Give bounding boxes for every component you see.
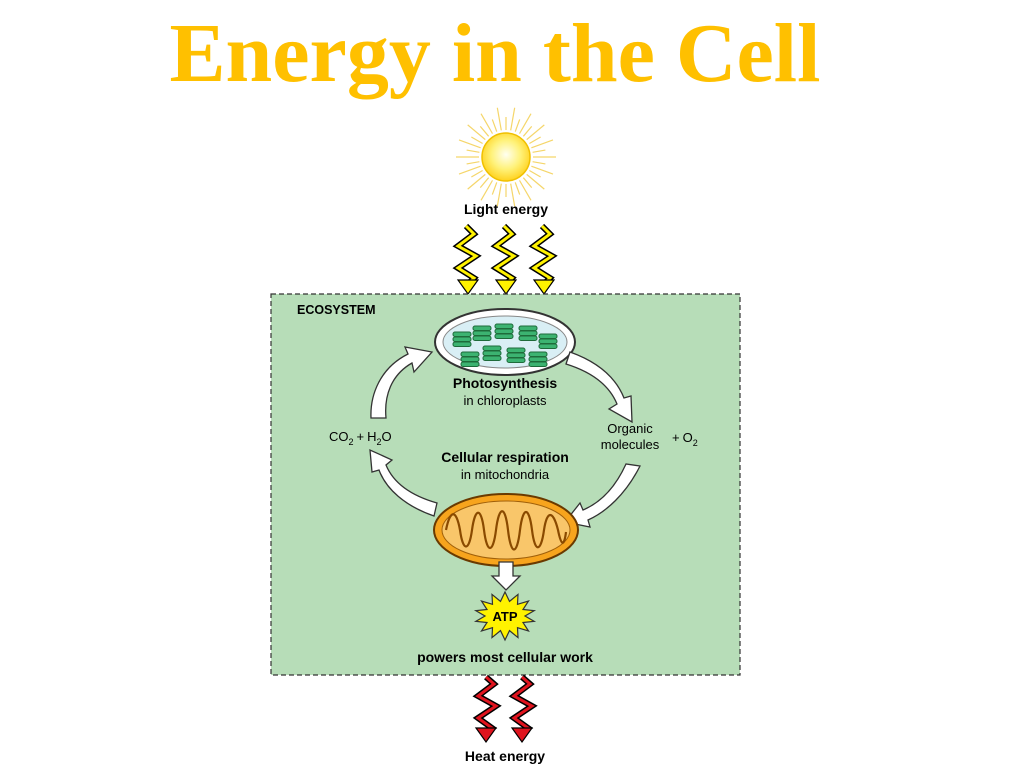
oxygen-label: +O2	[672, 430, 698, 448]
cycle-arrow-icon	[369, 448, 438, 517]
heat-energy-bolts	[472, 674, 538, 744]
light-bolt-icon	[528, 223, 558, 296]
heat-energy-label: Heat energy	[465, 748, 545, 764]
cycle-arrow-icon	[370, 346, 434, 419]
cellular-respiration-label: Cellular respiration	[441, 449, 569, 465]
atp-label: ATP	[492, 609, 517, 624]
cellular-respiration-location-label: in mitochondria	[461, 467, 550, 482]
cycle-arrow-icon	[565, 351, 633, 424]
photosynthesis-location-label: in chloroplasts	[463, 393, 547, 408]
chloroplast-icon	[434, 308, 576, 376]
light-energy-label: Light energy	[464, 201, 548, 217]
light-bolt-icon	[490, 223, 520, 296]
atp-burst-icon: ATP	[473, 590, 537, 642]
organic-molecules-label: Organic	[607, 421, 653, 436]
down-arrow-icon	[490, 561, 522, 591]
slide-title: Energy in the Cell	[169, 7, 821, 100]
cycle-arrow-icon	[563, 463, 641, 528]
organic-molecules-label: molecules	[601, 437, 660, 452]
light-energy-bolts	[452, 223, 558, 296]
ecosystem-label: ECOSYSTEM	[297, 303, 376, 317]
light-bolt-icon	[452, 223, 482, 296]
heat-bolt-icon	[508, 674, 538, 744]
photosynthesis-label: Photosynthesis	[453, 375, 557, 391]
cellular-work-label: powers most cellular work	[417, 649, 593, 665]
sun-icon	[456, 107, 556, 207]
heat-bolt-icon	[472, 674, 502, 744]
co2-h2o-label: CO2+H2O	[329, 429, 392, 447]
mitochondrion-icon	[433, 493, 579, 567]
